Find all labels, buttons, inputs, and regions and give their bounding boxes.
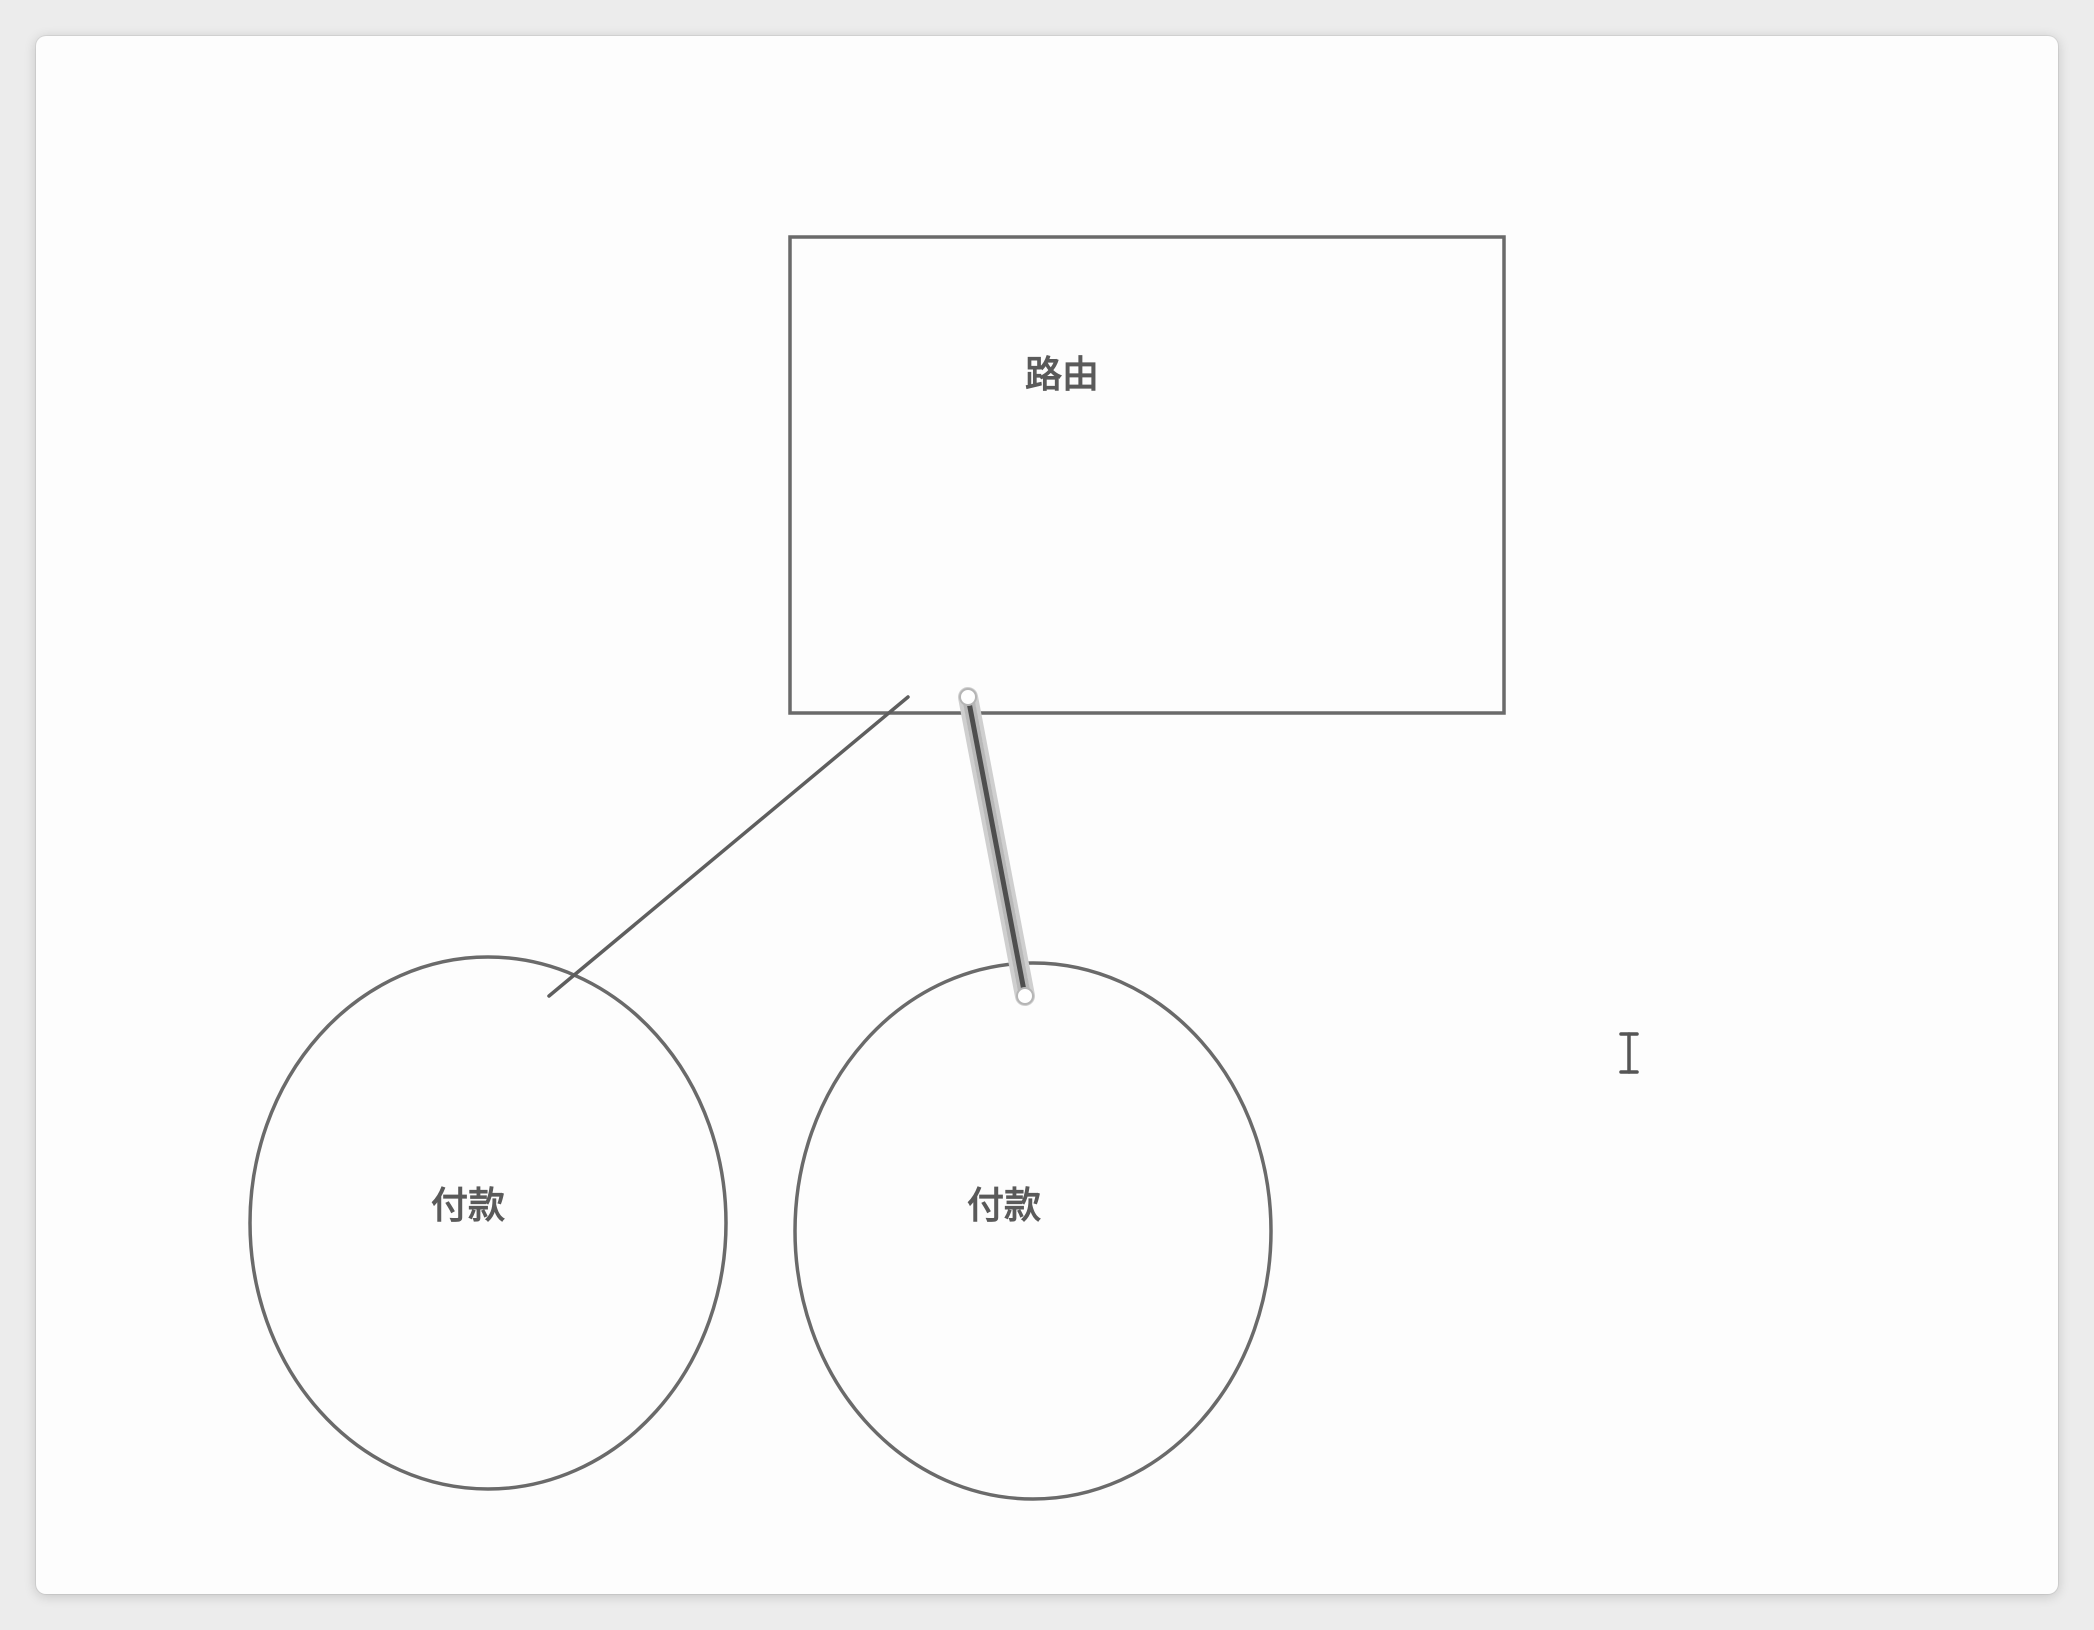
router-node-label: 路由 bbox=[1025, 353, 1099, 396]
connector-end-handle[interactable] bbox=[1016, 987, 1034, 1005]
payment-node-right[interactable]: 付款 bbox=[793, 961, 1273, 1501]
connector-line[interactable] bbox=[965, 694, 1028, 999]
payment-node-left-shape[interactable] bbox=[248, 955, 728, 1491]
connector-router-to-payment-right[interactable] bbox=[958, 687, 1035, 1006]
text-cursor-icon bbox=[1619, 1032, 1639, 1074]
connector-start-handle[interactable] bbox=[959, 688, 977, 706]
payment-node-right-shape[interactable] bbox=[793, 961, 1273, 1501]
payment-node-right-label: 付款 bbox=[967, 1184, 1041, 1227]
router-node-shape[interactable] bbox=[788, 235, 1506, 715]
drawing-window bbox=[36, 36, 2058, 1594]
payment-node-left-label: 付款 bbox=[431, 1184, 505, 1227]
connector-router-to-payment-left[interactable] bbox=[547, 695, 910, 998]
payment-node-left[interactable]: 付款 bbox=[248, 955, 728, 1491]
router-node[interactable]: 路由 bbox=[788, 235, 1506, 715]
